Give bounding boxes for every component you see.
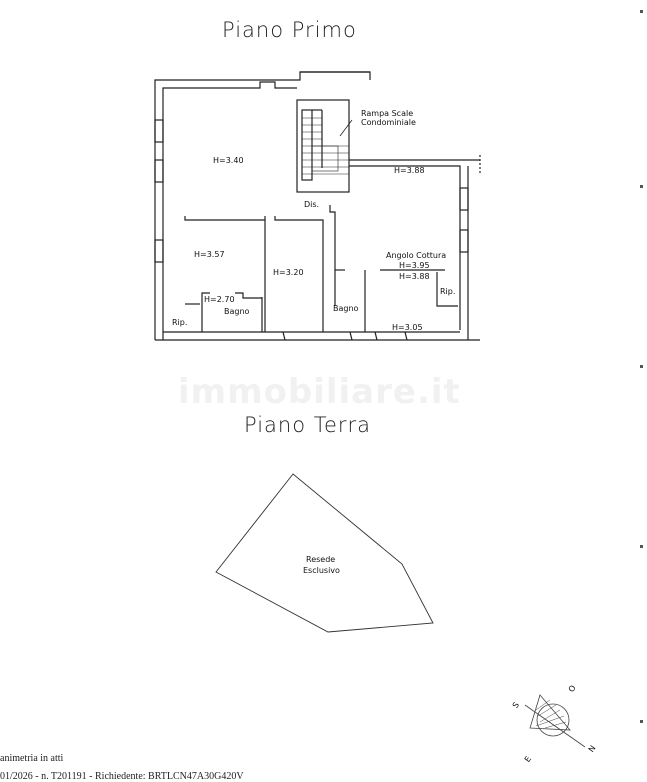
- room-label: H=3.05: [392, 323, 423, 332]
- room-label: H=3.40: [213, 156, 244, 165]
- floor-title-piano-primo: Piano Primo: [222, 18, 357, 42]
- watermark-logo: immobiliare.it: [178, 372, 461, 412]
- floor-title-piano-terra: Piano Terra: [244, 413, 372, 437]
- room-label: Angolo Cottura: [386, 251, 446, 260]
- room-label: Rip.: [440, 287, 455, 296]
- room-label: H=3.95: [399, 261, 430, 270]
- compass-label-o: O: [567, 684, 578, 694]
- margin-tick: [640, 185, 643, 188]
- margin-tick: [640, 720, 643, 723]
- room-label: Bagno: [333, 304, 359, 313]
- room-label: H=3.88: [394, 166, 425, 175]
- room-label: Bagno: [224, 307, 250, 316]
- room-label: Condominiale: [361, 118, 416, 127]
- resede-esclusivo-area: [215, 473, 434, 633]
- room-label: Rip.: [172, 318, 187, 327]
- compass-label-e: E: [523, 755, 533, 764]
- room-label: Rampa Scale: [361, 109, 413, 118]
- area-label: Resede: [306, 555, 335, 564]
- footer-line-2: 01/2026 - n. T201191 - Richiedente: BRTL…: [0, 771, 244, 782]
- margin-tick: [640, 365, 643, 368]
- room-label: H=2.70: [204, 295, 235, 304]
- footer-line-1: animetria in atti: [0, 753, 64, 764]
- compass-icon: [524, 694, 586, 748]
- room-label: Dis.: [304, 200, 319, 209]
- compass-label-n: N: [587, 744, 598, 754]
- room-label: H=3.88: [399, 272, 430, 281]
- room-label: H=3.57: [194, 250, 225, 259]
- compass-label-s: S: [511, 701, 521, 710]
- room-label: H=3.20: [273, 268, 304, 277]
- margin-tick: [640, 545, 643, 548]
- margin-tick: [640, 10, 643, 13]
- area-label: Esclusivo: [303, 566, 340, 575]
